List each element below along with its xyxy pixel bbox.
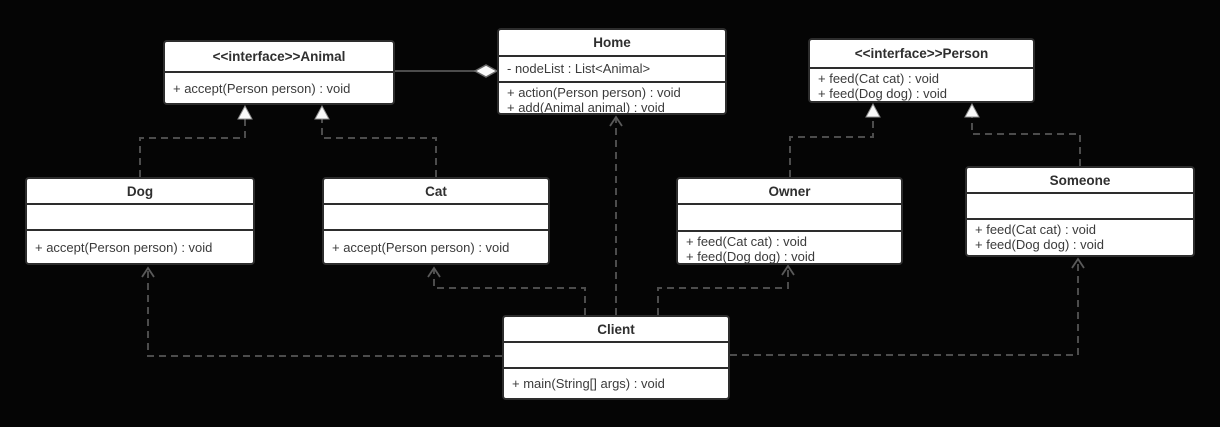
methods-compartment-owner: + feed(Cat cat) : void + feed(Dog dog) :… xyxy=(678,229,901,263)
triangle-arrowhead-cat-implements-animal xyxy=(314,104,330,120)
class-title-dog: Dog xyxy=(126,183,154,199)
class-box-someone[interactable]: Someone + feed(Cat cat) : void + feed(Do… xyxy=(965,166,1195,257)
methods-compartment-home: + action(Person person) : void + add(Ani… xyxy=(499,80,725,113)
method-item: + action(Person person) : void xyxy=(507,84,681,100)
attributes-compartment-dog xyxy=(27,203,253,229)
method-item: + accept(Person person) : void xyxy=(332,239,510,255)
class-box-dog[interactable]: Dog + accept(Person person) : void xyxy=(25,177,255,265)
edge-owner-implements-person[interactable] xyxy=(789,117,874,177)
method-item: + accept(Person person) : void xyxy=(173,80,351,96)
method-item: + feed(Dog dog) : void xyxy=(975,237,1104,252)
method-item: + accept(Person person) : void xyxy=(35,239,213,255)
class-title-someone: Someone xyxy=(1049,172,1111,188)
attributes-compartment-owner xyxy=(678,203,901,230)
vee-arrowhead-client-depends-owner xyxy=(781,264,795,276)
edge-client-depends-someone[interactable] xyxy=(730,259,1079,356)
methods-compartment-cat: + accept(Person person) : void xyxy=(324,229,548,263)
triangle-arrowhead-owner-implements-person xyxy=(865,102,881,118)
attributes-compartment-home: - nodeList : List<Animal> xyxy=(499,55,725,81)
triangle-arrowhead-dog-implements-animal xyxy=(237,104,253,120)
edge-dog-implements-animal[interactable] xyxy=(139,119,246,177)
class-box-owner[interactable]: Owner + feed(Cat cat) : void + feed(Dog … xyxy=(676,177,903,265)
diamond-arrowhead-home-aggregates-animal xyxy=(473,64,499,78)
class-title-person: <<interface>>Person xyxy=(854,46,989,61)
class-box-home[interactable]: Home - nodeList : List<Animal> + action(… xyxy=(497,28,727,115)
class-box-client[interactable]: Client + main(String[] args) : void xyxy=(502,315,730,400)
triangle-arrowhead-someone-implements-person xyxy=(964,102,980,118)
attributes-compartment-client xyxy=(504,341,728,367)
edge-client-depends-owner[interactable] xyxy=(657,266,789,315)
class-box-cat[interactable]: Cat + accept(Person person) : void xyxy=(322,177,550,265)
methods-compartment-dog: + accept(Person person) : void xyxy=(27,229,253,263)
vee-arrowhead-client-depends-someone xyxy=(1071,257,1085,269)
method-item: + feed(Cat cat) : void xyxy=(818,71,940,86)
vee-arrowhead-client-depends-cat xyxy=(427,266,441,278)
attributes-compartment-someone xyxy=(967,192,1193,218)
class-box-animal[interactable]: <<interface>>Animal + accept(Person pers… xyxy=(163,40,395,105)
class-title-client: Client xyxy=(597,321,635,337)
vee-arrowhead-client-depends-dog xyxy=(141,266,155,278)
methods-compartment-client: + main(String[] args) : void xyxy=(504,367,728,398)
methods-compartment-someone: + feed(Cat cat) : void + feed(Dog dog) :… xyxy=(967,218,1193,255)
vee-arrowhead-client-depends-home xyxy=(609,115,623,127)
class-title-cat: Cat xyxy=(425,183,447,199)
method-item: + feed(Dog dog) : void xyxy=(686,248,815,263)
method-item: + feed(Dog dog) : void xyxy=(818,86,947,101)
method-item: + add(Animal animal) : void xyxy=(507,99,665,113)
class-box-person[interactable]: <<interface>>Person + feed(Cat cat) : vo… xyxy=(808,38,1035,103)
edge-client-depends-dog[interactable] xyxy=(147,268,502,357)
method-item: + main(String[] args) : void xyxy=(512,376,665,391)
methods-compartment-animal: + accept(Person person) : void xyxy=(165,71,393,103)
class-title-home: Home xyxy=(593,35,631,50)
class-title-owner: Owner xyxy=(768,183,811,199)
attributes-compartment-cat xyxy=(324,203,548,229)
attribute-item: - nodeList : List<Animal> xyxy=(507,61,651,77)
edge-cat-implements-animal[interactable] xyxy=(321,119,437,177)
edge-client-depends-cat[interactable] xyxy=(433,268,586,315)
methods-compartment-person: + feed(Cat cat) : void + feed(Dog dog) :… xyxy=(810,67,1033,101)
class-title-animal: <<interface>>Animal xyxy=(212,49,346,64)
method-item: + feed(Cat cat) : void xyxy=(975,222,1097,237)
edge-someone-implements-person[interactable] xyxy=(971,117,1081,166)
method-item: + feed(Cat cat) : void xyxy=(686,233,808,249)
